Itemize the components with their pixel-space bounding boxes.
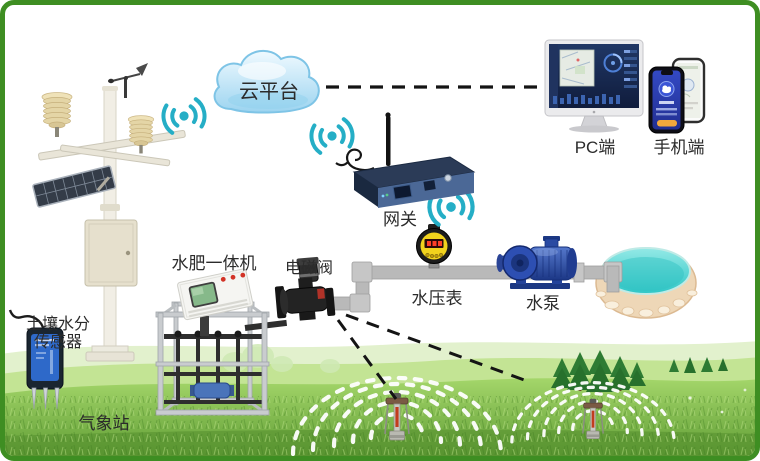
- water-pump-label: 水泵: [526, 294, 560, 313]
- tree: [608, 356, 632, 391]
- pc-monitor: [544, 39, 644, 133]
- fertigation-machine-label: 水肥一体机: [171, 254, 257, 273]
- gateway-label: 网关: [383, 210, 417, 229]
- solenoid-valve-label: 电磁阀: [284, 260, 333, 277]
- water-pump-device: [496, 236, 577, 289]
- tree: [628, 362, 646, 386]
- mobile-phones: [648, 57, 706, 134]
- pressure-gauge-device: [416, 224, 452, 269]
- soil-sensor-label-line1: 土壤水分: [25, 316, 90, 333]
- phone-front: [648, 66, 685, 134]
- pressure-gauge-label: 水压表: [411, 289, 463, 308]
- weather-station-label: 气象站: [78, 414, 130, 433]
- cloud-icon: [213, 49, 320, 114]
- radiation-shield: [41, 92, 73, 138]
- fertigation-machine-device: [155, 268, 288, 416]
- soil-moisture-sensor-device: [8, 309, 64, 410]
- cloud-platform-label: 云平台: [239, 81, 299, 103]
- antenna: [386, 116, 391, 166]
- gateway-device: [335, 112, 476, 208]
- phone-orange-button: [657, 120, 677, 127]
- valve-control-dashed-lines: [336, 313, 528, 400]
- control-box: [84, 219, 138, 287]
- solenoid-valve-device: [274, 256, 336, 321]
- wire-antenna: [335, 148, 375, 172]
- wind-sensor: [108, 63, 148, 98]
- pc-client-label: PC端: [574, 138, 616, 157]
- wifi-icon-gateway-to-cloud: [307, 116, 357, 156]
- trees: [551, 350, 728, 393]
- radiation-shield: [127, 115, 155, 154]
- wifi-icon-station-to-cloud: [159, 96, 209, 136]
- mobile-client-label: 手机端: [653, 138, 705, 157]
- solar-panel: [32, 165, 117, 208]
- weather-station-device: [32, 63, 186, 362]
- soil-sensor-label-line2: 传感器: [33, 334, 82, 351]
- pipe-network: [329, 261, 623, 313]
